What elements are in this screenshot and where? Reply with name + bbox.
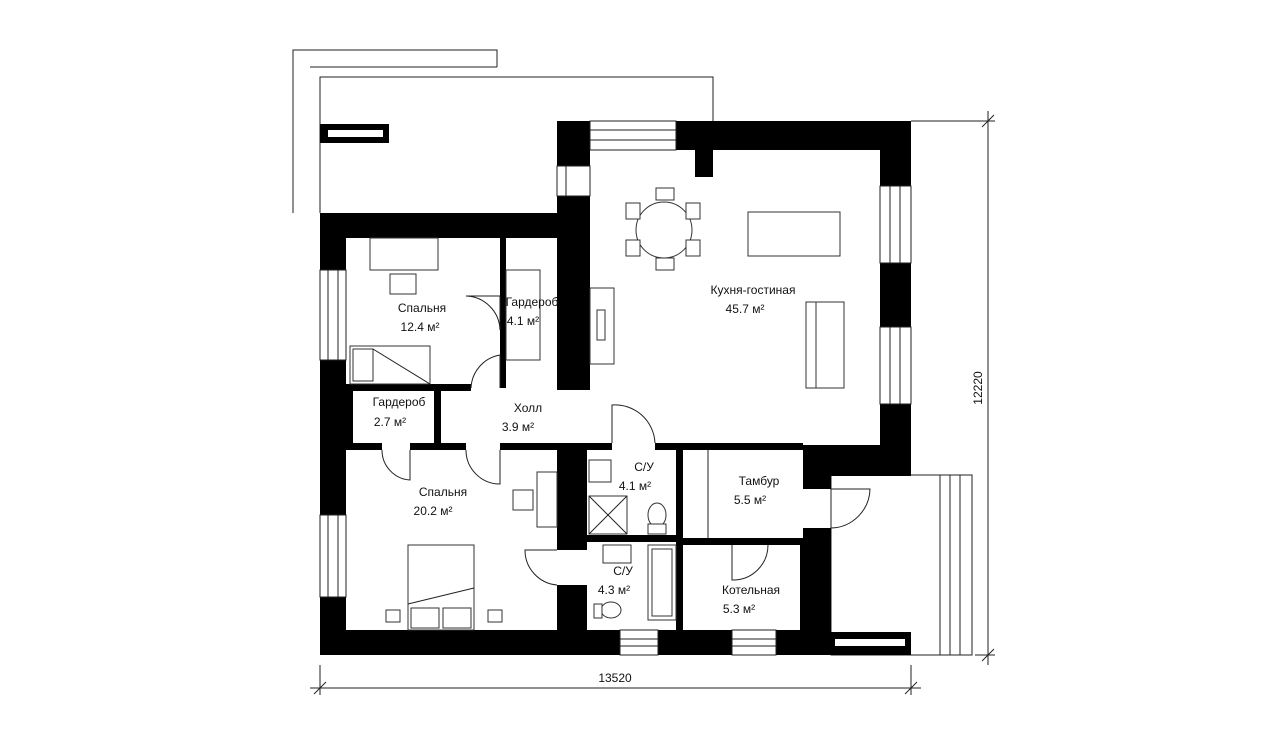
room-name-bathroom-bottom: С/У xyxy=(613,564,633,578)
room-area-bathroom-top: 4.1 м² xyxy=(619,479,651,493)
entrance-steps xyxy=(830,474,973,656)
room-area-boiler: 5.3 м² xyxy=(723,602,755,616)
room-name-boiler: Котельная xyxy=(722,583,780,597)
room-labels: Спальня 12.4 м² Гардероб 4.1 м² Кухня-го… xyxy=(373,283,796,616)
windows xyxy=(319,120,912,656)
room-name-bedroom-small: Спальня xyxy=(398,301,446,315)
room-area-wardrobe-small: 2.7 м² xyxy=(374,415,406,429)
room-area-vestibule: 5.5 м² xyxy=(734,493,766,507)
interior-walls xyxy=(346,238,803,630)
room-area-bathroom-bottom: 4.3 м² xyxy=(598,583,630,597)
room-area-hall: 3.9 м² xyxy=(502,420,534,434)
dimension-width-label: 13520 xyxy=(598,671,632,685)
room-name-wardrobe-small: Гардероб xyxy=(373,395,426,409)
room-name-vestibule: Тамбур xyxy=(739,474,780,488)
room-area-bedroom-small: 12.4 м² xyxy=(401,320,440,334)
room-name-hall: Холл xyxy=(514,401,542,415)
room-name-wardrobe-top: Гардероб xyxy=(506,295,559,309)
dimension-height: 12220 xyxy=(911,111,995,665)
doors xyxy=(381,295,871,586)
furniture xyxy=(349,187,845,631)
room-name-bedroom-large: Спальня xyxy=(419,485,467,499)
exterior-walls xyxy=(320,121,911,655)
terrace-outline xyxy=(292,49,714,213)
room-area-bedroom-large: 20.2 м² xyxy=(414,504,453,518)
room-name-bathroom-top: С/У xyxy=(634,460,654,474)
dimension-width: 13520 xyxy=(310,665,921,695)
room-area-kitchen-living: 45.7 м² xyxy=(726,302,765,316)
room-name-kitchen-living: Кухня-гостиная xyxy=(711,283,796,297)
dimension-height-label: 12220 xyxy=(971,371,985,405)
room-area-wardrobe-top: 4.1 м² xyxy=(507,314,539,328)
